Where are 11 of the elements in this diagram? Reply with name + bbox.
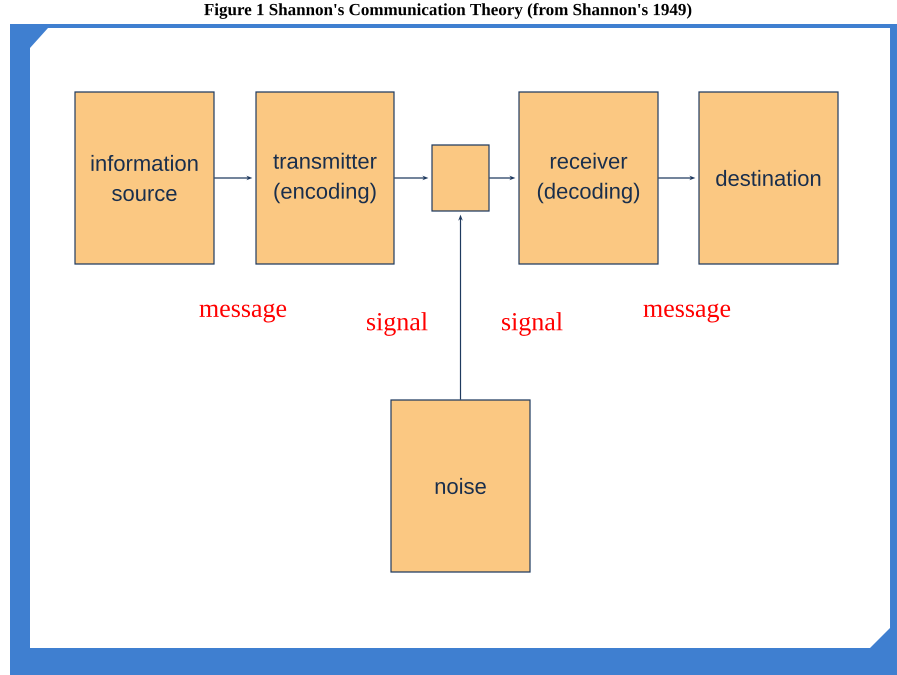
- process-box: transmitter (encoding): [255, 91, 395, 265]
- signal-label: signal: [502, 312, 563, 336]
- signal-label: signal: [367, 312, 428, 336]
- signal-label: message: [644, 304, 730, 322]
- noise-box: noise: [390, 399, 531, 573]
- process-box: receiver (decoding): [518, 91, 659, 265]
- channel-box: [431, 144, 490, 212]
- process-box: information source: [74, 91, 215, 265]
- title: Figure 1 Shannon's Communication Theory (from Shannon's 1949): [204, 3, 692, 19]
- process-box: destination: [698, 91, 839, 265]
- signal-label: message: [200, 304, 286, 322]
